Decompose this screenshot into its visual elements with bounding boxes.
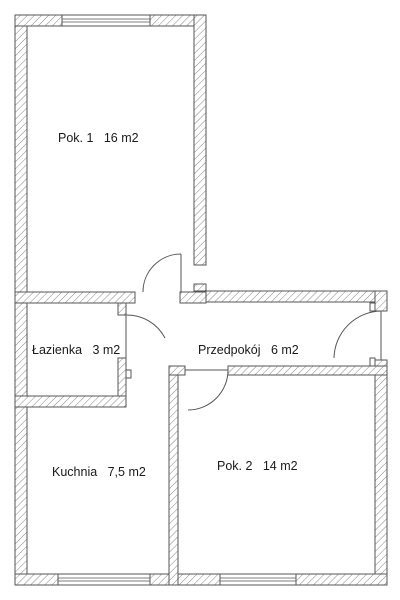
outer-wall-right-stub <box>374 290 388 312</box>
walls <box>14 14 388 586</box>
outer-wall-bottom <box>14 573 388 586</box>
window-pok2 <box>219 573 297 586</box>
wall-pok1-right-upper <box>193 14 207 266</box>
room-label-pok1: Pok. 1 16 m2 <box>58 131 139 145</box>
wall-pok1-lazienka <box>14 291 136 304</box>
window-pok1 <box>61 14 151 27</box>
wall-hallway-pok2 <box>227 365 388 376</box>
room-label-lazienka: Łazienka 3 m2 <box>32 343 120 357</box>
jamb-entrance-top <box>369 302 376 312</box>
door-lazienka <box>125 314 166 358</box>
outer-wall-right <box>374 359 388 586</box>
wall-pok2-door-jamb <box>168 365 186 376</box>
room-label-kuchnia: Kuchnia 7,5 m2 <box>52 465 146 479</box>
wall-pok1-door-jamb <box>179 291 207 304</box>
jamb-entrance-bottom <box>369 357 376 367</box>
outer-wall-top-hallway <box>193 290 388 303</box>
jamb-lazienka-kuchnia <box>125 369 132 379</box>
room-label-przedpokoj: Przedpokój 6 m2 <box>198 343 299 357</box>
wall-lazienka-right-upper <box>117 302 127 316</box>
room-labels: Pok. 1 16 m2 Łazienka 3 m2 Przedpokój 6 … <box>32 131 299 479</box>
door-pok1 <box>142 253 182 293</box>
door-entrance <box>333 310 382 360</box>
windows <box>57 14 297 586</box>
window-kuchnia <box>57 573 151 586</box>
door-pok2 <box>185 369 229 411</box>
wall-lazienka-kuchnia <box>14 395 127 408</box>
room-label-pok2: Pok. 2 14 m2 <box>217 459 298 473</box>
doors <box>125 253 382 411</box>
wall-kuchnia-pok2 <box>168 371 179 586</box>
